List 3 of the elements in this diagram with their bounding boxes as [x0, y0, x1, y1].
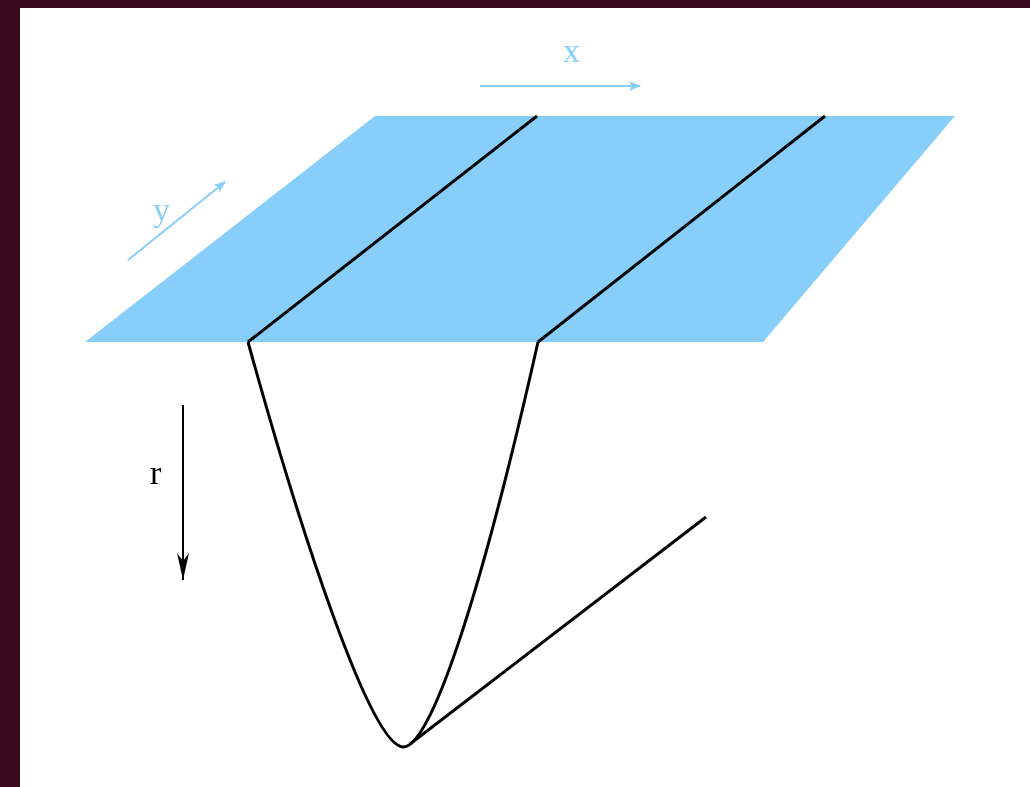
axis-label: x — [563, 34, 580, 68]
axis-label: r — [150, 456, 162, 490]
axis-label: y — [153, 193, 170, 227]
